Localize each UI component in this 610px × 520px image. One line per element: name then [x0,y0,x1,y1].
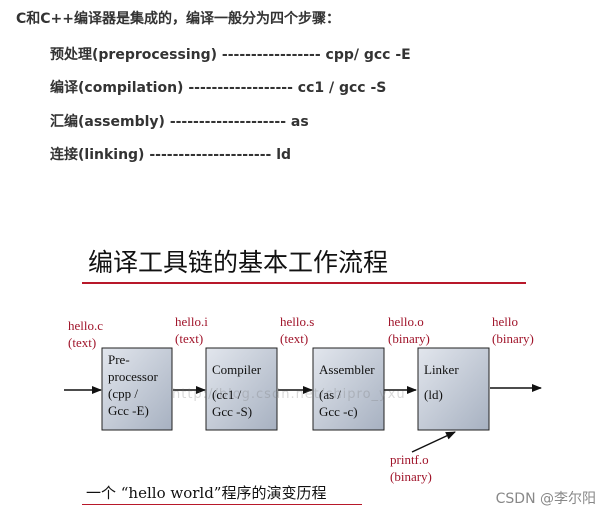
file-label-hello-c: hello.c (text) [68,318,106,350]
watermark: http://blog.csdn.net/chipro_yxu [172,387,406,402]
linker-label: Linker (ld) [424,362,462,402]
caption-underline [82,504,362,505]
compiler-box [205,347,278,431]
preprocessor-box [101,347,173,431]
file-label-printf-o: printf.o (binary) [390,452,432,484]
step-compilation: 编译(compilation) ------------------ cc1 /… [50,80,387,96]
assembler-label: Assembler (as / Gcc -c) [319,362,378,419]
file-label-hello-o: hello.o (binary) [388,314,430,346]
preprocessor-label: Pre- processor (cpp / Gcc -E) [108,352,161,418]
intro-text: C和C++编译器是集成的，编译一般分为四个步骤： [16,11,341,27]
step-linking: 连接(linking) --------------------- ld [50,147,292,163]
title-underline [82,282,526,284]
assembler-box [312,347,385,431]
file-label-hello: hello (binary) [492,314,534,346]
csdn-credit: CSDN @李尔阳 [495,491,596,507]
step-assembly: 汇编(assembly) -------------------- as [50,114,309,130]
diagram-caption: 一个 “hello world”程序的演变历程 [86,484,327,502]
file-label-hello-s: hello.s (text) [280,314,318,346]
file-label-hello-i: hello.i (text) [175,314,211,346]
step-preprocessing: 预处理(preprocessing) ----------------- cpp… [50,47,411,63]
arrow-printf-to-linker [411,431,456,453]
compiler-label: Compiler (cc1 / Gcc -S) [212,362,264,419]
diagram-title: 编译工具链的基本工作流程 [88,248,389,277]
linker-box [417,347,490,431]
